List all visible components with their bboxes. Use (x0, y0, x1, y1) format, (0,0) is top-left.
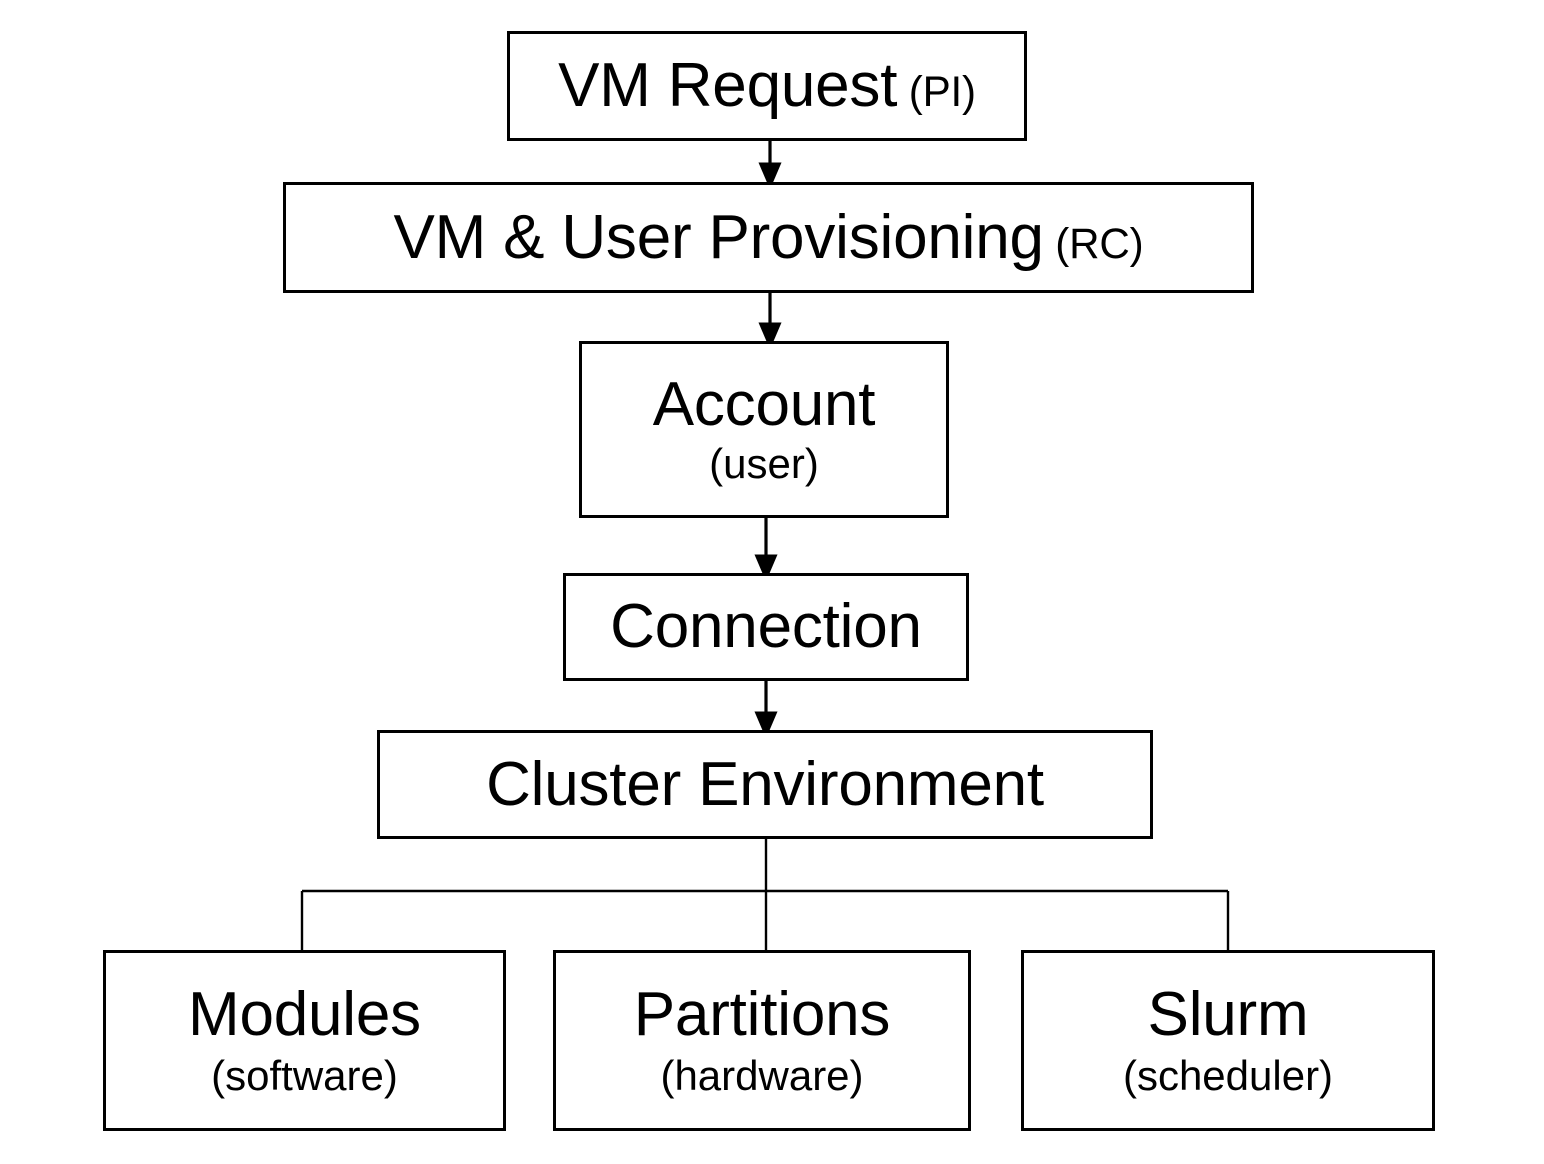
node-vm-user-provisioning[interactable]: VM & User Provisioning (RC) (283, 182, 1254, 293)
node-modules[interactable]: Modules (software) (103, 950, 506, 1131)
node-partitions-subtitle: (hardware) (660, 1051, 864, 1099)
node-cluster-environment[interactable]: Cluster Environment (377, 730, 1153, 839)
node-vm-request-title: VM Request (PI) (558, 54, 976, 117)
node-partitions-title: Partitions (633, 980, 891, 1050)
node-vm-user-provisioning-title-suffix: (RC) (1043, 219, 1144, 267)
node-slurm-title: Slurm (1147, 980, 1309, 1050)
node-vm-request-title-text: VM Request (558, 51, 898, 121)
node-connection-title: Connection (610, 592, 922, 662)
node-partitions[interactable]: Partitions (hardware) (553, 950, 971, 1131)
node-slurm[interactable]: Slurm (scheduler) (1021, 950, 1435, 1131)
node-modules-subtitle: (software) (211, 1051, 398, 1099)
node-vm-user-provisioning-title-text: VM & User Provisioning (393, 202, 1044, 272)
node-vm-user-provisioning-title: VM & User Provisioning (RC) (394, 206, 1144, 269)
node-slurm-subtitle: (scheduler) (1122, 1051, 1334, 1099)
node-connection[interactable]: Connection (563, 573, 969, 681)
node-modules-title: Modules (188, 980, 421, 1050)
node-account-subtitle: (user) (709, 439, 819, 487)
node-cluster-environment-title: Cluster Environment (486, 749, 1044, 819)
node-vm-request-title-suffix: (PI) (897, 68, 976, 116)
node-account[interactable]: Account (user) (579, 341, 949, 518)
node-account-title: Account (652, 370, 876, 440)
node-vm-request[interactable]: VM Request (PI) (507, 31, 1027, 141)
